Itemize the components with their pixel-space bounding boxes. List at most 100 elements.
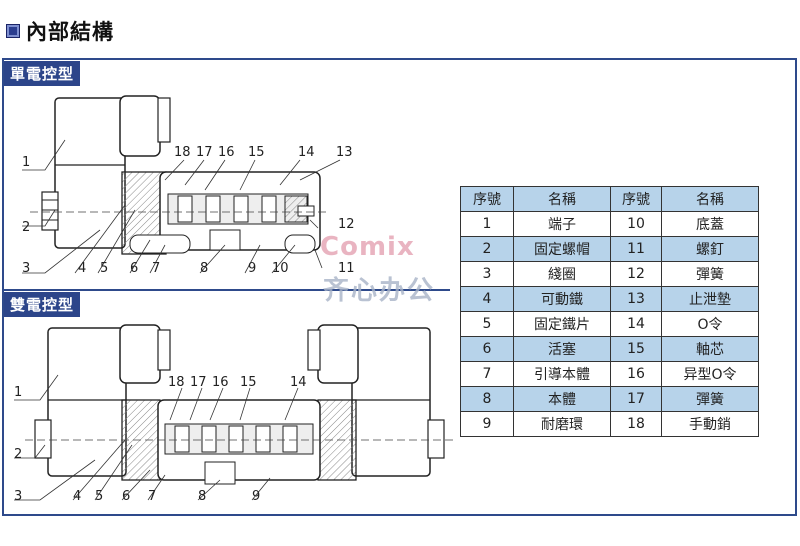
table-cell: 耐磨環	[513, 411, 611, 437]
table-cell: 可動鐵	[513, 286, 611, 312]
callout-1: 1	[22, 155, 30, 170]
table-row: 2 固定螺帽 11 螺釘	[460, 236, 759, 262]
callout-17: 17	[190, 375, 207, 390]
watermark-brand: Comix	[320, 232, 415, 262]
table-cell: 6	[460, 336, 514, 362]
callout-6: 6	[130, 261, 138, 276]
table-cell: 引導本體	[513, 361, 611, 387]
watermark-cn: 齐心办公	[323, 276, 436, 306]
callout-7: 7	[148, 489, 156, 504]
callout-16: 16	[212, 375, 229, 390]
table-cell: 10	[610, 211, 662, 237]
table-cell: 軸芯	[661, 336, 759, 362]
double-callouts: 1 2 3 4 5 6 7 8 9 14 15 16 17 18	[14, 375, 307, 504]
table-row: 5 固定鐵片 14 O令	[460, 311, 759, 337]
page-title: 內部結構	[26, 20, 114, 44]
table-cell: 手動銷	[661, 411, 759, 437]
callout-12: 12	[338, 217, 355, 232]
parts-table: 序號 名稱 序號 名稱 1 端子 10 底蓋 2 固定螺帽 11 螺釘 3 綫圈…	[460, 186, 759, 437]
section-divider	[2, 289, 450, 291]
callout-3: 3	[14, 489, 22, 504]
table-cell: 9	[460, 411, 514, 437]
coil-body	[54, 97, 126, 249]
callout-1: 1	[14, 385, 22, 400]
section-header: 內部結構	[6, 16, 114, 46]
single-callouts: 1 2 3 4 5 6 7 8 9 10 11 12 13 14 15 16 1…	[22, 145, 355, 276]
callout-9: 9	[248, 261, 256, 276]
table-header-row: 序號 名稱 序號 名稱	[460, 186, 759, 212]
table-cell: 15	[610, 336, 662, 362]
table-cell: 固定螺帽	[513, 236, 611, 262]
callout-15: 15	[240, 375, 257, 390]
table-cell: 17	[610, 386, 662, 412]
callout-16: 16	[218, 145, 235, 160]
table-cell: 4	[460, 286, 514, 312]
callout-5: 5	[100, 261, 108, 276]
table-cell: 异型O令	[661, 361, 759, 387]
callout-18: 18	[168, 375, 185, 390]
callout-5: 5	[95, 489, 103, 504]
content-frame	[2, 58, 797, 516]
table-cell: 3	[460, 261, 514, 287]
table-cell: 13	[610, 286, 662, 312]
callout-3: 3	[22, 261, 30, 276]
col-header-name: 名稱	[513, 186, 611, 212]
table-row: 6 活塞 15 軸芯	[460, 336, 759, 362]
connector-cap	[157, 97, 171, 143]
callout-4: 4	[78, 261, 86, 276]
callout-14: 14	[290, 375, 307, 390]
table-cell: 12	[610, 261, 662, 287]
table-cell: 止泄墊	[661, 286, 759, 312]
table-cell: O令	[661, 311, 759, 337]
callout-2: 2	[14, 447, 22, 462]
callout-11: 11	[338, 261, 355, 276]
table-cell: 18	[610, 411, 662, 437]
table-cell: 5	[460, 311, 514, 337]
table-row: 3 綫圈 12 彈簧	[460, 261, 759, 287]
col-header-no: 序號	[610, 186, 662, 212]
single-valve-drawing	[22, 95, 341, 274]
table-row: 4 可動鐵 13 止泄墊	[460, 286, 759, 312]
table-cell: 彈簧	[661, 386, 759, 412]
connector-head	[119, 95, 161, 157]
callout-9: 9	[252, 489, 260, 504]
callout-4: 4	[73, 489, 81, 504]
table-cell: 螺釘	[661, 236, 759, 262]
table-cell: 7	[460, 361, 514, 387]
callout-6: 6	[122, 489, 130, 504]
table-cell: 1	[460, 211, 514, 237]
table-row: 1 端子 10 底蓋	[460, 211, 759, 237]
table-cell: 16	[610, 361, 662, 387]
callout-15: 15	[248, 145, 265, 160]
callout-10: 10	[272, 261, 289, 276]
table-cell: 活塞	[513, 336, 611, 362]
callout-14: 14	[298, 145, 315, 160]
table-cell: 14	[610, 311, 662, 337]
callout-7: 7	[152, 261, 160, 276]
callout-17: 17	[196, 145, 213, 160]
callout-8: 8	[200, 261, 208, 276]
table-cell: 端子	[513, 211, 611, 237]
callout-2: 2	[22, 220, 30, 235]
table-row: 9 耐磨環 18 手動銷	[460, 411, 759, 437]
table-cell: 11	[610, 236, 662, 262]
double-valve-drawing	[14, 324, 455, 501]
col-header-name: 名稱	[661, 186, 759, 212]
table-cell: 底蓋	[661, 211, 759, 237]
table-row: 7 引導本體 16 异型O令	[460, 361, 759, 387]
callout-13: 13	[336, 145, 353, 160]
table-row: 8 本體 17 彈簧	[460, 386, 759, 412]
table-cell: 綫圈	[513, 261, 611, 287]
table-cell: 本體	[513, 386, 611, 412]
table-cell: 彈簧	[661, 261, 759, 287]
single-solenoid-label: 單電控型	[4, 61, 81, 86]
callout-18: 18	[174, 145, 191, 160]
col-header-no: 序號	[460, 186, 514, 212]
table-cell: 2	[460, 236, 514, 262]
table-cell: 固定鐵片	[513, 311, 611, 337]
table-cell: 8	[460, 386, 514, 412]
callout-8: 8	[198, 489, 206, 504]
double-solenoid-label: 雙電控型	[4, 292, 81, 317]
bullet-square-icon	[6, 24, 20, 38]
